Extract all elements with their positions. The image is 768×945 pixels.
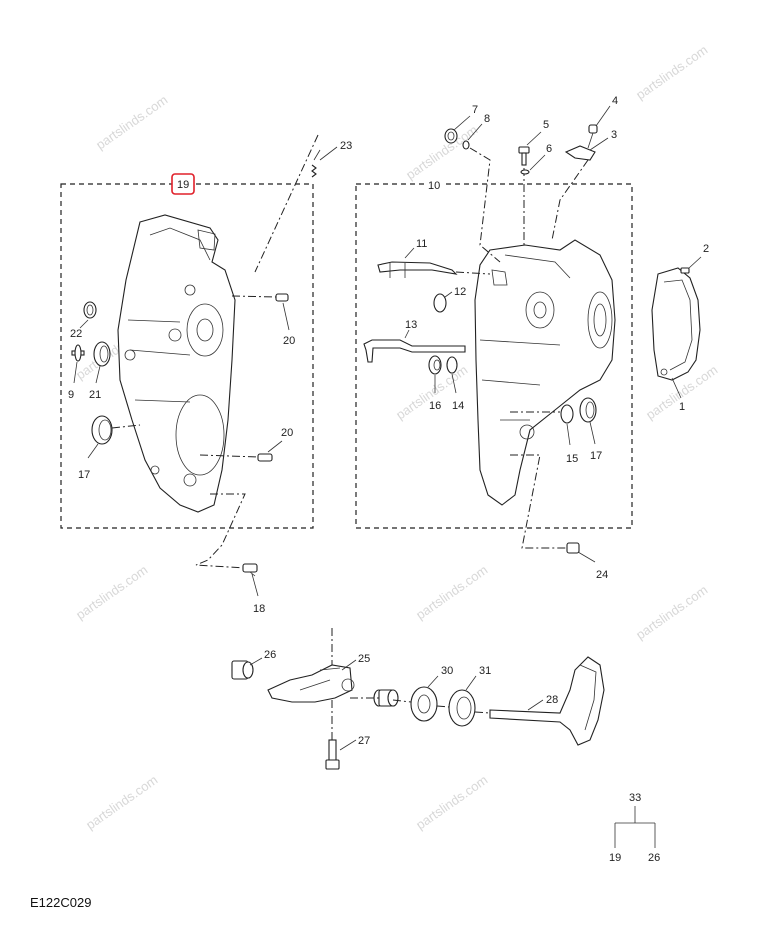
seal-31[interactable] <box>448 689 476 727</box>
legend-child-26: 26 <box>648 852 660 864</box>
bolt-5[interactable] <box>518 146 530 166</box>
callout-7[interactable]: 7 <box>472 104 478 116</box>
end-cover-1[interactable] <box>651 267 701 381</box>
watermark: partslinds.com <box>413 562 490 622</box>
bushing-26[interactable] <box>231 660 254 680</box>
seal-17-left[interactable] <box>91 415 113 445</box>
bushing-16[interactable] <box>428 355 442 375</box>
callout-20-upper[interactable]: 20 <box>283 335 295 347</box>
watermark: partslinds.com <box>83 772 160 832</box>
seal-22[interactable] <box>83 301 97 319</box>
legend-tree: 33 19 26 <box>609 792 660 864</box>
legend-parent: 33 <box>629 792 641 804</box>
callout-17-left[interactable]: 17 <box>78 469 90 481</box>
callout-20-lower[interactable]: 20 <box>281 427 293 439</box>
bolt-18[interactable] <box>242 563 258 577</box>
group-box-10 <box>355 183 633 529</box>
label-bg-10 <box>425 177 443 191</box>
bolt-27[interactable] <box>325 739 340 770</box>
release-shaft-28[interactable] <box>489 656 605 746</box>
seal-30[interactable] <box>410 686 438 722</box>
o-ring-8[interactable] <box>462 140 470 150</box>
spring-23[interactable] <box>311 149 321 178</box>
callout-17-right[interactable]: 17 <box>590 450 602 462</box>
pin-9[interactable] <box>71 344 85 362</box>
watermark: partslinds.com <box>73 562 150 622</box>
callout-15[interactable]: 15 <box>566 453 578 465</box>
callout-1[interactable]: 1 <box>679 401 685 413</box>
watermark: partslinds.com <box>93 92 170 152</box>
transmission-case[interactable] <box>474 239 616 506</box>
callout-9[interactable]: 9 <box>68 389 74 401</box>
callout-4[interactable]: 4 <box>612 95 618 107</box>
callout-22[interactable]: 22 <box>70 328 82 340</box>
seal-17-right[interactable] <box>579 397 597 423</box>
callout-23[interactable]: 23 <box>340 140 352 152</box>
callout-6[interactable]: 6 <box>546 143 552 155</box>
callout-25[interactable]: 25 <box>358 653 370 665</box>
plug-7[interactable] <box>444 128 458 144</box>
dowel-20-lower[interactable] <box>257 453 273 462</box>
callout-12[interactable]: 12 <box>454 286 466 298</box>
callout-5[interactable]: 5 <box>543 119 549 131</box>
legend-child-19: 19 <box>609 852 621 864</box>
dowel-20-upper[interactable] <box>275 293 289 302</box>
callout-21[interactable]: 21 <box>89 389 101 401</box>
plug-24[interactable] <box>566 542 580 554</box>
o-ring-15[interactable] <box>560 404 574 424</box>
callout-13[interactable]: 13 <box>405 319 417 331</box>
release-fork-25[interactable] <box>267 664 355 703</box>
bushing-21[interactable] <box>93 341 111 367</box>
o-ring-14[interactable] <box>446 356 458 374</box>
bracket-3[interactable] <box>564 145 596 161</box>
watermark: partslinds.com <box>633 42 710 102</box>
watermark: partslinds.com <box>403 122 480 182</box>
shift-rail-11[interactable] <box>377 261 458 278</box>
callout-30[interactable]: 30 <box>441 665 453 677</box>
callout-31[interactable]: 31 <box>479 665 491 677</box>
callout-18[interactable]: 18 <box>253 603 265 615</box>
callout-2[interactable]: 2 <box>703 243 709 255</box>
callout-27[interactable]: 27 <box>358 735 370 747</box>
watermark: partslinds.com <box>413 772 490 832</box>
bolt-2[interactable] <box>680 267 690 274</box>
watermark: partslinds.com <box>633 582 710 642</box>
callout-19[interactable]: 19 <box>177 179 189 191</box>
callout-10[interactable]: 10 <box>428 180 440 192</box>
callout-8[interactable]: 8 <box>484 113 490 125</box>
callout-11[interactable]: 11 <box>416 238 427 250</box>
washer-6[interactable] <box>520 169 530 175</box>
o-ring-12[interactable] <box>433 293 447 313</box>
diagram-code: E122C029 <box>30 895 91 910</box>
highlight-box-19[interactable] <box>171 173 195 195</box>
sensor-4[interactable] <box>587 124 598 149</box>
callout-14[interactable]: 14 <box>452 400 464 412</box>
clutch-housing[interactable] <box>117 214 236 513</box>
callout-28[interactable]: 28 <box>546 694 558 706</box>
callout-16[interactable]: 16 <box>429 400 441 412</box>
shift-shaft-13[interactable] <box>363 339 466 363</box>
callout-26[interactable]: 26 <box>264 649 276 661</box>
callout-3[interactable]: 3 <box>611 129 617 141</box>
callout-24[interactable]: 24 <box>596 569 608 581</box>
